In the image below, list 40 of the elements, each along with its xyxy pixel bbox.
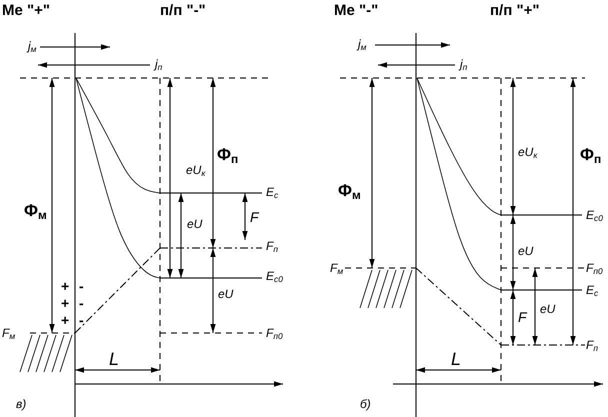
energy-label: eU [540, 303, 556, 315]
charge-sign: + [61, 279, 70, 293]
title-label: Me "-" [334, 3, 378, 18]
work-function-label: Φ$_{м}$ [338, 182, 361, 202]
charge-sign: - [79, 279, 84, 293]
energy-label: eU [218, 288, 234, 300]
charge-sign: + [61, 296, 70, 310]
energy-label: eU$_{к}$ [186, 164, 206, 178]
energy-label: eU [187, 218, 202, 230]
energy-level-label: F$_{п0}$ [586, 262, 603, 276]
energy-level-label: F$_{п0}$ [266, 327, 283, 340]
length-label: L [451, 350, 462, 368]
current-label: j$_{п}$ [460, 58, 468, 72]
current-label: j$_{м}$ [358, 38, 366, 52]
energy-level-label: E$_{c}$ [266, 186, 278, 200]
panel-label: в) [16, 398, 26, 410]
energy-level-label: E$_{c0}$ [586, 209, 603, 222]
work-function-label: Φ$_{п}$ [580, 146, 602, 166]
energy-level-label: F$_{м}$ [330, 262, 344, 276]
charge-sign: - [79, 296, 84, 310]
current-label: j$_{м}$ [28, 40, 36, 54]
charge-sign: + [61, 313, 70, 327]
energy-level-label: E$_{c0}$ [266, 270, 283, 284]
energy-label: eU [518, 245, 534, 257]
energy-label: F [250, 210, 259, 224]
energy-level-label: F$_{п}$ [586, 339, 598, 352]
length-label: L [109, 350, 120, 368]
energy-label: eU$_{к}$ [518, 146, 538, 160]
title-label: п/п "-" [160, 3, 206, 18]
energy-label: F [518, 310, 527, 324]
work-function-label: Φ$_{м}$ [24, 202, 47, 222]
current-label: j$_{п}$ [155, 58, 162, 72]
energy-level-label: E$_{c}$ [586, 284, 598, 298]
title-label: п/п "+" [490, 3, 540, 18]
title-label: Me "+" [2, 3, 50, 18]
panel-label: б) [360, 398, 371, 410]
energy-level-label: F$_{м}$ [2, 327, 16, 340]
work-function-label: Φ$_{п}$ [217, 146, 238, 166]
energy-level-label: F$_{п}$ [266, 240, 278, 254]
charge-sign: - [79, 313, 84, 327]
